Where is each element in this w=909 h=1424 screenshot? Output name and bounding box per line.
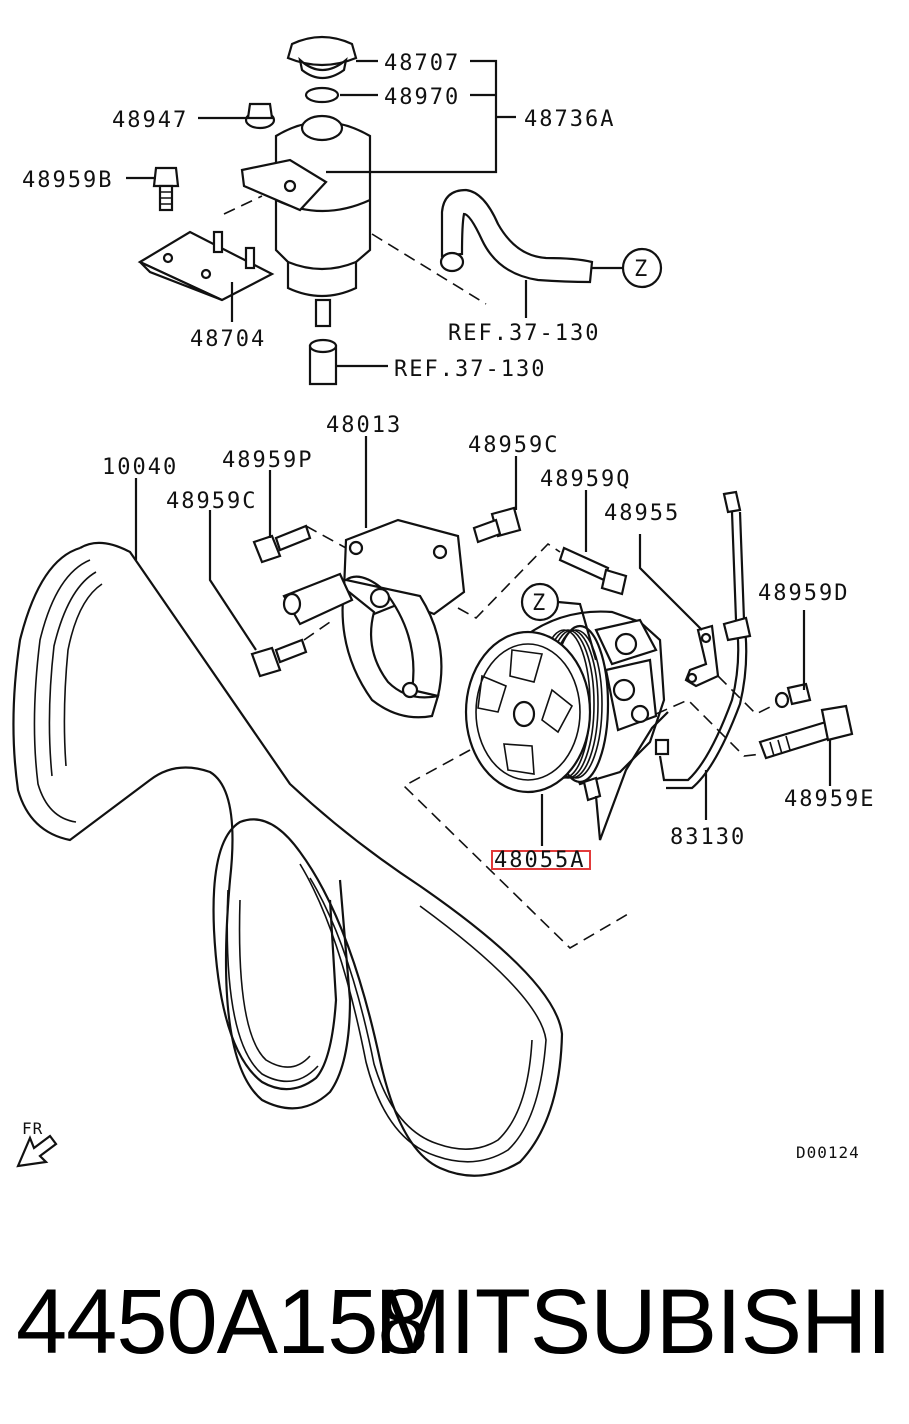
reservoir-cap xyxy=(286,35,358,80)
parts-diagram: 48707 48970 48736A 48947 48959B 48704 RE… xyxy=(12,35,875,1177)
callout-48959d: 48959D xyxy=(758,581,849,606)
bolt xyxy=(152,166,180,212)
bolt-48959p xyxy=(252,524,312,564)
callout-48955: 48955 xyxy=(604,501,680,526)
pump-leaders xyxy=(540,534,832,846)
bolt-48959e xyxy=(758,704,854,760)
callout-48959p: 48959P xyxy=(222,448,313,473)
reservoir-tank xyxy=(274,114,372,328)
hose-clamp-48955 xyxy=(684,624,720,688)
part-number: 4450A158 xyxy=(16,1271,429,1373)
callout-48055a: 48055A xyxy=(494,848,585,873)
bracket-leaders xyxy=(134,436,588,651)
callout-48959c-left: 48959C xyxy=(166,489,257,514)
callout-ref-upper: REF.37-130 xyxy=(448,321,600,346)
power-steering-pump xyxy=(464,610,666,802)
brand-name: MITSUBISHI xyxy=(374,1271,892,1373)
o-ring xyxy=(304,86,340,104)
callout-48959c-top: 48959C xyxy=(468,433,559,458)
reservoir-leaders xyxy=(126,59,663,368)
bolt-48959c-top xyxy=(472,506,522,544)
tank-mount-hole xyxy=(283,179,297,193)
callout-48970: 48970 xyxy=(384,85,460,110)
callout-83130: 83130 xyxy=(670,825,746,850)
zone-z-top-label: Z xyxy=(634,257,649,282)
callout-48736a: 48736A xyxy=(524,107,615,132)
front-label: FR xyxy=(22,1119,43,1138)
reservoir-bracket xyxy=(137,230,275,302)
reservoir-assembly xyxy=(137,35,594,386)
drive-belt xyxy=(12,541,564,1177)
callout-48959q: 48959Q xyxy=(540,467,631,492)
callout-10040: 10040 xyxy=(102,455,178,480)
callout-ref-lower: REF.37-130 xyxy=(394,357,546,382)
return-hose xyxy=(440,188,594,284)
drawing-code: D00124 xyxy=(796,1143,860,1162)
callout-48704: 48704 xyxy=(190,327,266,352)
bracket-bolts xyxy=(250,506,628,678)
zone-z-pump-label: Z xyxy=(532,591,547,616)
pressure-hose xyxy=(654,490,752,790)
highlight-box xyxy=(491,850,591,870)
bolt-48959q xyxy=(558,546,628,596)
callout-48947: 48947 xyxy=(112,108,188,133)
nut xyxy=(244,102,276,130)
pump-bracket xyxy=(282,518,466,719)
supply-hose xyxy=(308,338,338,386)
callout-48959b: 48959B xyxy=(22,168,113,193)
bolt-48959c-left xyxy=(250,638,308,678)
callout-48959e: 48959E xyxy=(784,787,875,812)
footer: 4450A158 MITSUBISHI xyxy=(0,1262,909,1392)
callout-labels: 48707 48970 48736A 48947 48959B 48704 RE… xyxy=(22,51,875,1162)
zone-z-marker xyxy=(621,247,663,289)
front-arrow-icon xyxy=(16,1134,58,1168)
callout-48013: 48013 xyxy=(326,413,402,438)
callout-48707: 48707 xyxy=(384,51,460,76)
